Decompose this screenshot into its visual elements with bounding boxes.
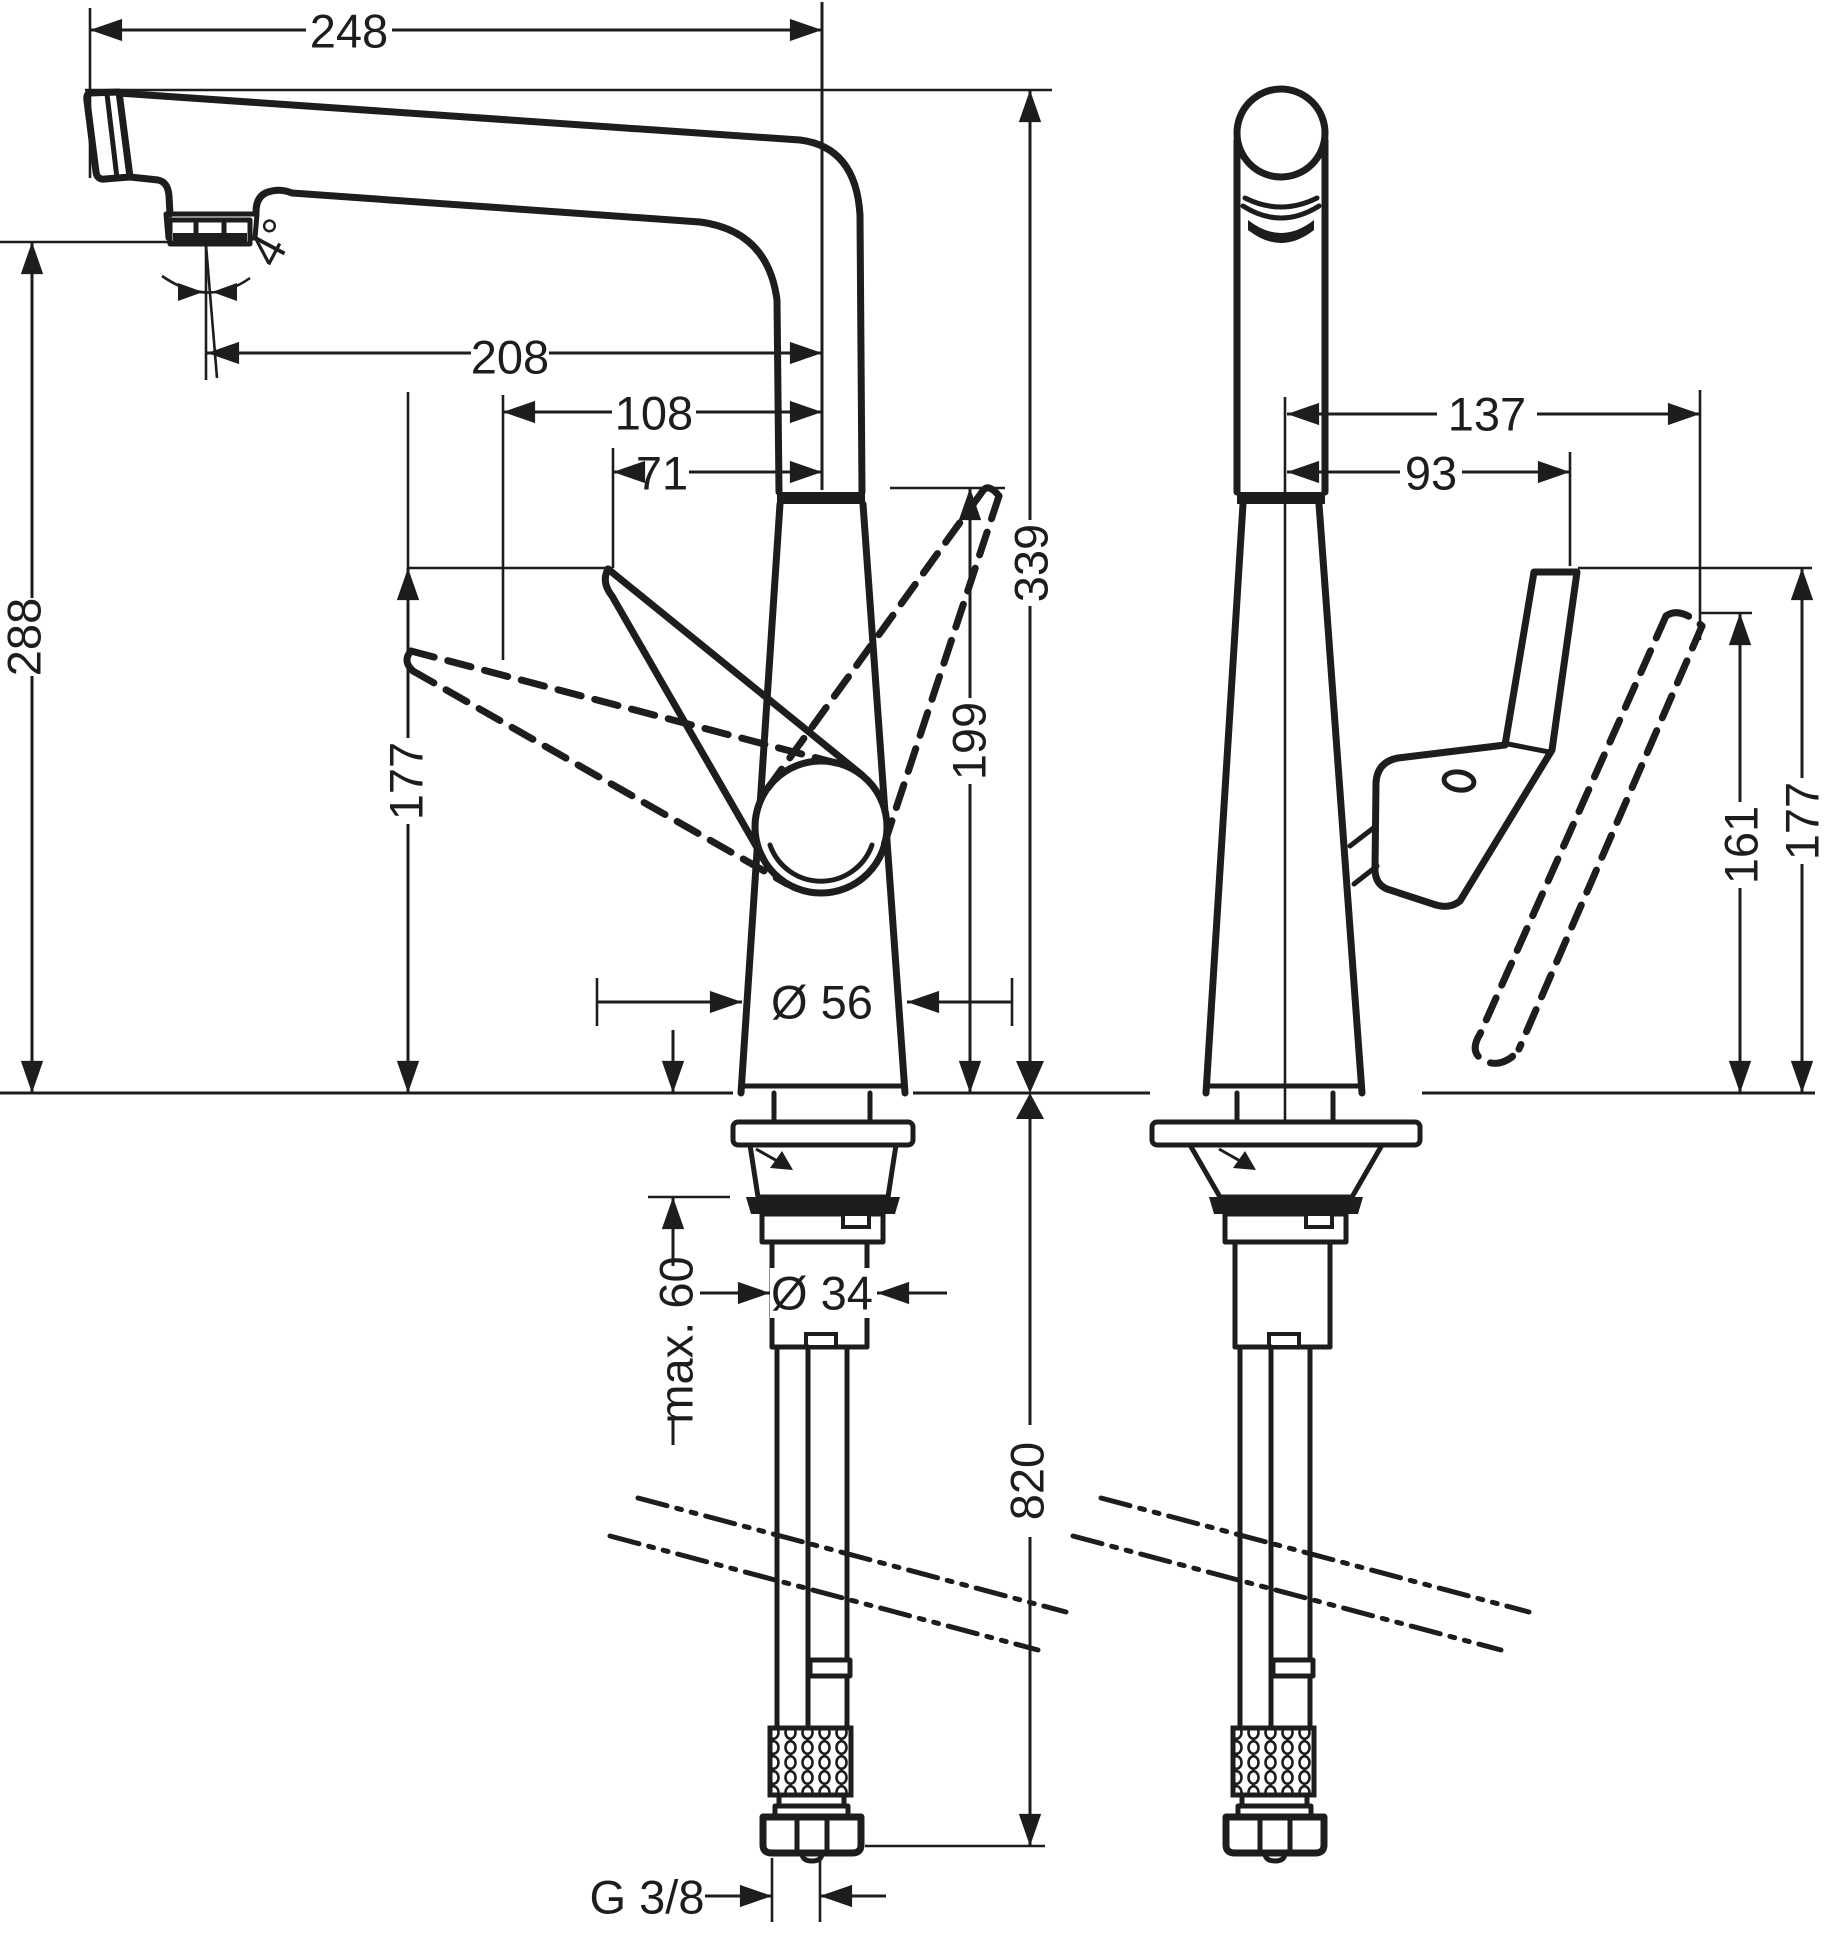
dim-label-177-front: 177 — [1776, 782, 1824, 860]
spout-angle-detail — [161, 244, 251, 380]
front-view-undermount — [1149, 1090, 1423, 1861]
dim-label-thread-g38: G 3/8 — [590, 1871, 705, 1924]
dim-label-208: 208 — [471, 331, 549, 384]
dim-label-max60: max. 60 — [650, 1256, 703, 1423]
dim-label-161: 161 — [1715, 806, 1768, 884]
side-view-undermount — [730, 1090, 916, 1861]
side-view-faucet — [83, 88, 1003, 1861]
dim-label-820: 820 — [1001, 1442, 1054, 1520]
dim-label-248: 248 — [310, 5, 388, 58]
dim-label-177-side: 177 — [380, 742, 433, 820]
dim-label-dia56: Ø 56 — [771, 976, 873, 1029]
hose-break-lines — [607, 1495, 1532, 1653]
dim-label-93: 93 — [1405, 447, 1457, 500]
dim-label-199: 199 — [943, 702, 996, 780]
dimension-labels: 248 208 108 71 4° 288 177 199 339 Ø 56 m… — [0, 5, 1824, 1924]
dim-label-137: 137 — [1448, 388, 1526, 441]
dim-label-339: 339 — [1005, 524, 1058, 602]
front-view-faucet — [1149, 85, 1706, 1861]
dim-label-288: 288 — [0, 598, 51, 676]
dim-label-dia34: Ø 34 — [771, 1267, 873, 1320]
dim-label-108: 108 — [615, 387, 693, 440]
dim-label-71: 71 — [636, 447, 688, 500]
front-view-handle-dashed — [1471, 609, 1706, 1067]
